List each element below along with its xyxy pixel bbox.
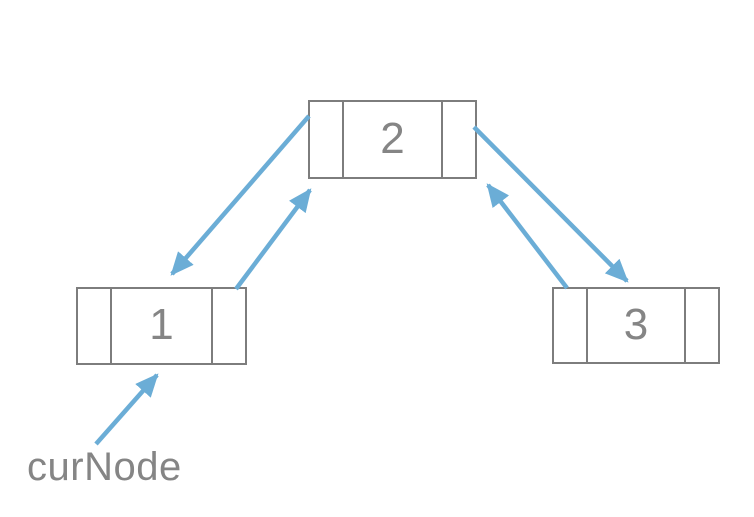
list-node-2: 2 <box>308 100 477 179</box>
node2-next-pointer-cell <box>441 102 475 177</box>
node2-value: 2 <box>380 113 405 163</box>
node1-next-pointer-cell <box>211 289 245 363</box>
node3-value: 3 <box>623 299 649 349</box>
node2-prev-pointer-cell <box>310 102 344 177</box>
arrow-node2-next-to-node3-icon <box>472 125 629 283</box>
node3-next-pointer-cell <box>684 289 718 362</box>
node3-prev-pointer-cell <box>554 289 588 362</box>
arrow-node3-prev-to-node2-icon <box>486 183 569 290</box>
arrow-node1-next-to-node2-icon <box>234 188 312 291</box>
curnode-label: curNode <box>27 445 182 489</box>
arrow-curnode-pointer-icon <box>94 373 159 446</box>
node1-value: 1 <box>149 300 174 349</box>
list-node-1: 1 <box>76 287 247 365</box>
node1-prev-pointer-cell <box>78 289 112 363</box>
arrow-node2-prev-to-node1-icon <box>170 114 311 276</box>
list-node-3: 3 <box>552 287 720 364</box>
